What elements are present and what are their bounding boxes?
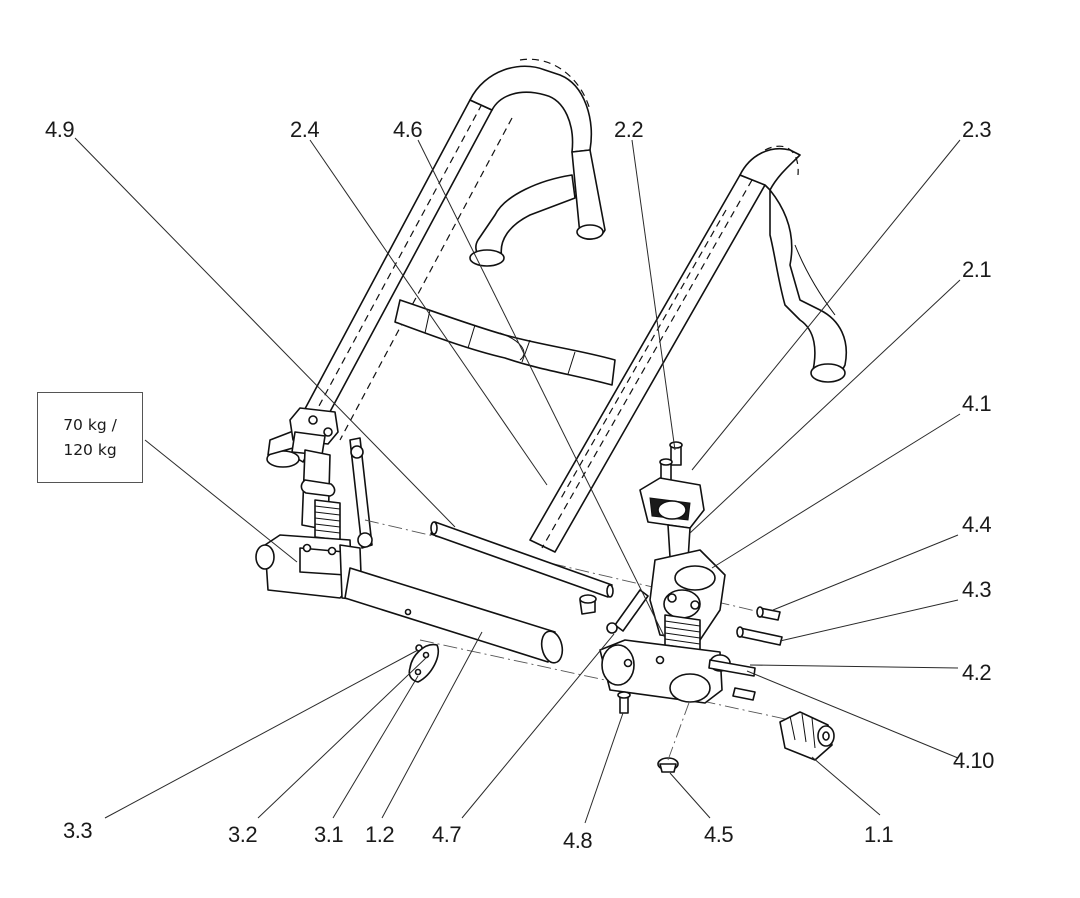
callout-3-2: 3.2: [228, 822, 257, 847]
callout-4-7: 4.7: [432, 822, 461, 847]
callout-4-2: 4.2: [962, 660, 991, 685]
callout-4-3: 4.3: [962, 577, 991, 602]
callout-2-4: 2.4: [290, 117, 319, 142]
rod-4-9: [430, 521, 614, 598]
callout-4-9: 4.9: [45, 117, 74, 142]
callout-2-3: 2.3: [962, 117, 991, 142]
callout-4-4: 4.4: [962, 512, 991, 537]
small-parts-3: [408, 643, 439, 683]
callout-1-1: 1.1: [864, 822, 893, 847]
weight-rating-box: 70 kg / 120 kg: [37, 392, 143, 483]
callout-4-10: 4.10: [953, 748, 994, 773]
callout-4-1: 4.1: [962, 391, 991, 416]
callout-labels: 4.9 2.4 4.6 2.2 2.3 2.1 4.1 4.4 4.3 4.2 …: [45, 117, 995, 853]
left-clamp-assembly: [255, 407, 373, 601]
callout-3-1: 3.1: [314, 822, 343, 847]
weight-line-2: 120 kg: [63, 440, 117, 459]
right-clamp-assembly: [579, 441, 783, 773]
callout-4-5: 4.5: [704, 822, 733, 847]
callout-4-8: 4.8: [563, 828, 592, 853]
callout-2-1: 2.1: [962, 257, 991, 282]
wheel-hub-1-1: [779, 711, 835, 761]
callout-3-3: 3.3: [63, 818, 92, 843]
callout-1-2: 1.2: [365, 822, 394, 847]
callout-2-2: 2.2: [614, 117, 643, 142]
frame-tubes: [282, 58, 847, 553]
leader-lines: [74, 137, 961, 824]
callout-4-6: 4.6: [393, 117, 422, 142]
weight-line-1: 70 kg /: [63, 415, 117, 434]
